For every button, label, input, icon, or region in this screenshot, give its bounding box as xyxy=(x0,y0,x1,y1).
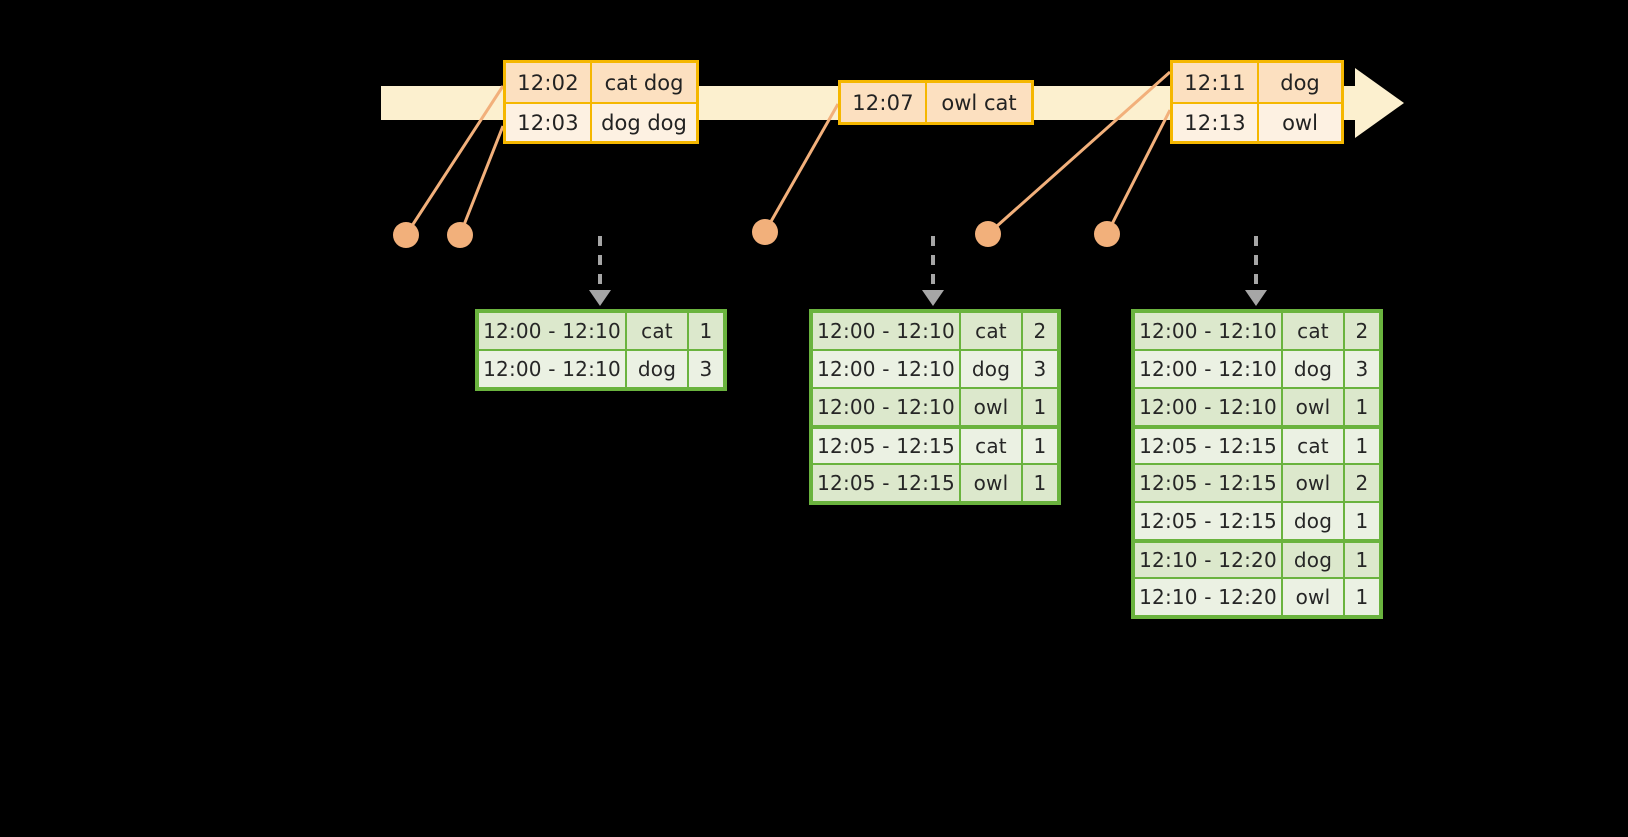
cell-window: 12:00 - 12:10 xyxy=(1134,388,1282,426)
cell-key: cat xyxy=(960,312,1022,350)
cell-window: 12:00 - 12:10 xyxy=(812,312,960,350)
connector-1 xyxy=(404,85,505,236)
cell-window: 12:05 - 12:15 xyxy=(812,426,960,464)
cell-key: dog xyxy=(626,350,688,388)
cell-window: 12:05 - 12:15 xyxy=(1134,464,1282,502)
timeline-event-group-3[interactable]: 12:11 dog 12:13 owl xyxy=(1170,60,1344,144)
down-arrow-1-head xyxy=(589,290,611,306)
cell-key: owl xyxy=(1282,464,1344,502)
connector-3 xyxy=(763,103,840,233)
connector-5 xyxy=(1105,109,1172,235)
cell-key: cat xyxy=(1282,312,1344,350)
cell-count: 1 xyxy=(1344,426,1380,464)
event-payload: cat dog xyxy=(592,63,696,102)
down-arrows xyxy=(589,236,1267,306)
cell-window: 12:00 - 12:10 xyxy=(1134,312,1282,350)
cell-window: 12:00 - 12:10 xyxy=(478,350,626,388)
cell-count: 3 xyxy=(1022,350,1058,388)
dot-2 xyxy=(447,222,473,248)
dot-5 xyxy=(1094,221,1120,247)
cell-key: cat xyxy=(1282,426,1344,464)
cell-key: cat xyxy=(960,426,1022,464)
event-payload: dog xyxy=(1259,63,1341,102)
cell-count: 3 xyxy=(1344,350,1380,388)
cell-key: dog xyxy=(1282,350,1344,388)
cell-count: 2 xyxy=(1344,464,1380,502)
down-arrow-2-head xyxy=(922,290,944,306)
cell-count: 1 xyxy=(1344,578,1380,616)
cell-window: 12:05 - 12:15 xyxy=(1134,426,1282,464)
cell-count: 1 xyxy=(1022,388,1058,426)
cell-key: owl xyxy=(1282,388,1344,426)
timeline-event-row[interactable]: 12:07 owl cat xyxy=(841,83,1031,122)
timeline-event-group-1[interactable]: 12:02 cat dog 12:03 dog dog xyxy=(503,60,699,144)
cell-count: 1 xyxy=(688,312,724,350)
cell-count: 1 xyxy=(1022,464,1058,502)
cell-window: 12:10 - 12:20 xyxy=(1134,578,1282,616)
timeline-event-group-2[interactable]: 12:07 owl cat xyxy=(838,80,1034,125)
cell-key: cat xyxy=(626,312,688,350)
dot-4 xyxy=(975,221,1001,247)
cell-count: 2 xyxy=(1344,312,1380,350)
cell-count: 1 xyxy=(1344,540,1380,578)
cell-count: 1 xyxy=(1344,388,1380,426)
event-time: 12:13 xyxy=(1173,104,1259,141)
down-arrow-3-head xyxy=(1245,290,1267,306)
cell-count: 1 xyxy=(1344,502,1380,540)
cell-window: 12:00 - 12:10 xyxy=(812,388,960,426)
cell-window: 12:00 - 12:10 xyxy=(812,350,960,388)
cell-window: 12:05 - 12:15 xyxy=(1134,502,1282,540)
connector-dots xyxy=(393,219,1120,248)
cell-key: dog xyxy=(1282,540,1344,578)
connector-4 xyxy=(987,70,1171,236)
cell-count: 2 xyxy=(1022,312,1058,350)
cell-window: 12:10 - 12:20 xyxy=(1134,540,1282,578)
event-payload: dog dog xyxy=(592,104,696,141)
timeline-event-row[interactable]: 12:13 owl xyxy=(1173,102,1341,141)
cell-key: owl xyxy=(960,388,1022,426)
dot-3 xyxy=(752,219,778,245)
cell-key: dog xyxy=(1282,502,1344,540)
cell-key: dog xyxy=(960,350,1022,388)
cell-key: owl xyxy=(960,464,1022,502)
cell-window: 12:00 - 12:10 xyxy=(1134,350,1282,388)
cell-count: 1 xyxy=(1022,426,1058,464)
timeline-event-row[interactable]: 12:02 cat dog xyxy=(506,63,696,102)
cell-key: owl xyxy=(1282,578,1344,616)
cell-count: 3 xyxy=(688,350,724,388)
event-time: 12:03 xyxy=(506,104,592,141)
connector-lines xyxy=(404,70,1172,236)
connector-2 xyxy=(458,125,505,236)
event-time: 12:11 xyxy=(1173,63,1259,102)
timeline-event-row[interactable]: 12:11 dog xyxy=(1173,63,1341,102)
dot-1 xyxy=(393,222,419,248)
event-payload: owl xyxy=(1259,104,1341,141)
event-payload: owl cat xyxy=(927,83,1031,122)
cell-window: 12:05 - 12:15 xyxy=(812,464,960,502)
event-time: 12:02 xyxy=(506,63,592,102)
cell-window: 12:00 - 12:10 xyxy=(478,312,626,350)
event-time: 12:07 xyxy=(841,83,927,122)
timeline-event-row[interactable]: 12:03 dog dog xyxy=(506,102,696,141)
